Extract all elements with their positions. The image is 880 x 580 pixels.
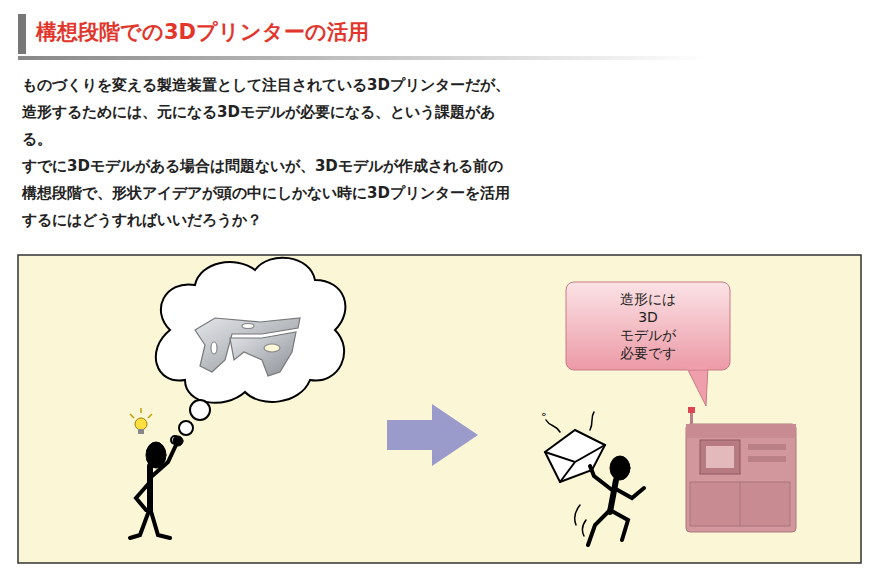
title-bar xyxy=(18,14,26,54)
bubble-tail xyxy=(686,366,708,406)
heading: 構想段階での3Dプリンターの活用 xyxy=(36,18,369,46)
3d-part xyxy=(195,318,300,376)
thinking-person xyxy=(130,436,183,538)
flow-arrow xyxy=(387,404,478,466)
thought-cloud xyxy=(156,258,346,444)
body-text: すでに3Dモデルがある場合は問題ないが、3Dモデルが作成される前の構想段階で、形… xyxy=(22,153,514,234)
bubble-text: 造形には 3D モデルが 必要です xyxy=(620,290,676,362)
speech-bubble: 造形には 3D モデルが 必要です xyxy=(566,282,730,370)
3d-printer xyxy=(686,407,796,532)
bubble-body xyxy=(566,282,730,370)
bubble-join xyxy=(687,367,707,370)
lightbulb xyxy=(130,408,152,434)
title-underline xyxy=(18,56,708,60)
body-text: ものづくりを変える製造装置として注目されている3Dプリンターだが、造形するために… xyxy=(22,72,514,153)
box-person: ∘ xyxy=(540,408,644,545)
panel xyxy=(18,255,861,563)
svg-text:∘: ∘ xyxy=(540,408,547,421)
